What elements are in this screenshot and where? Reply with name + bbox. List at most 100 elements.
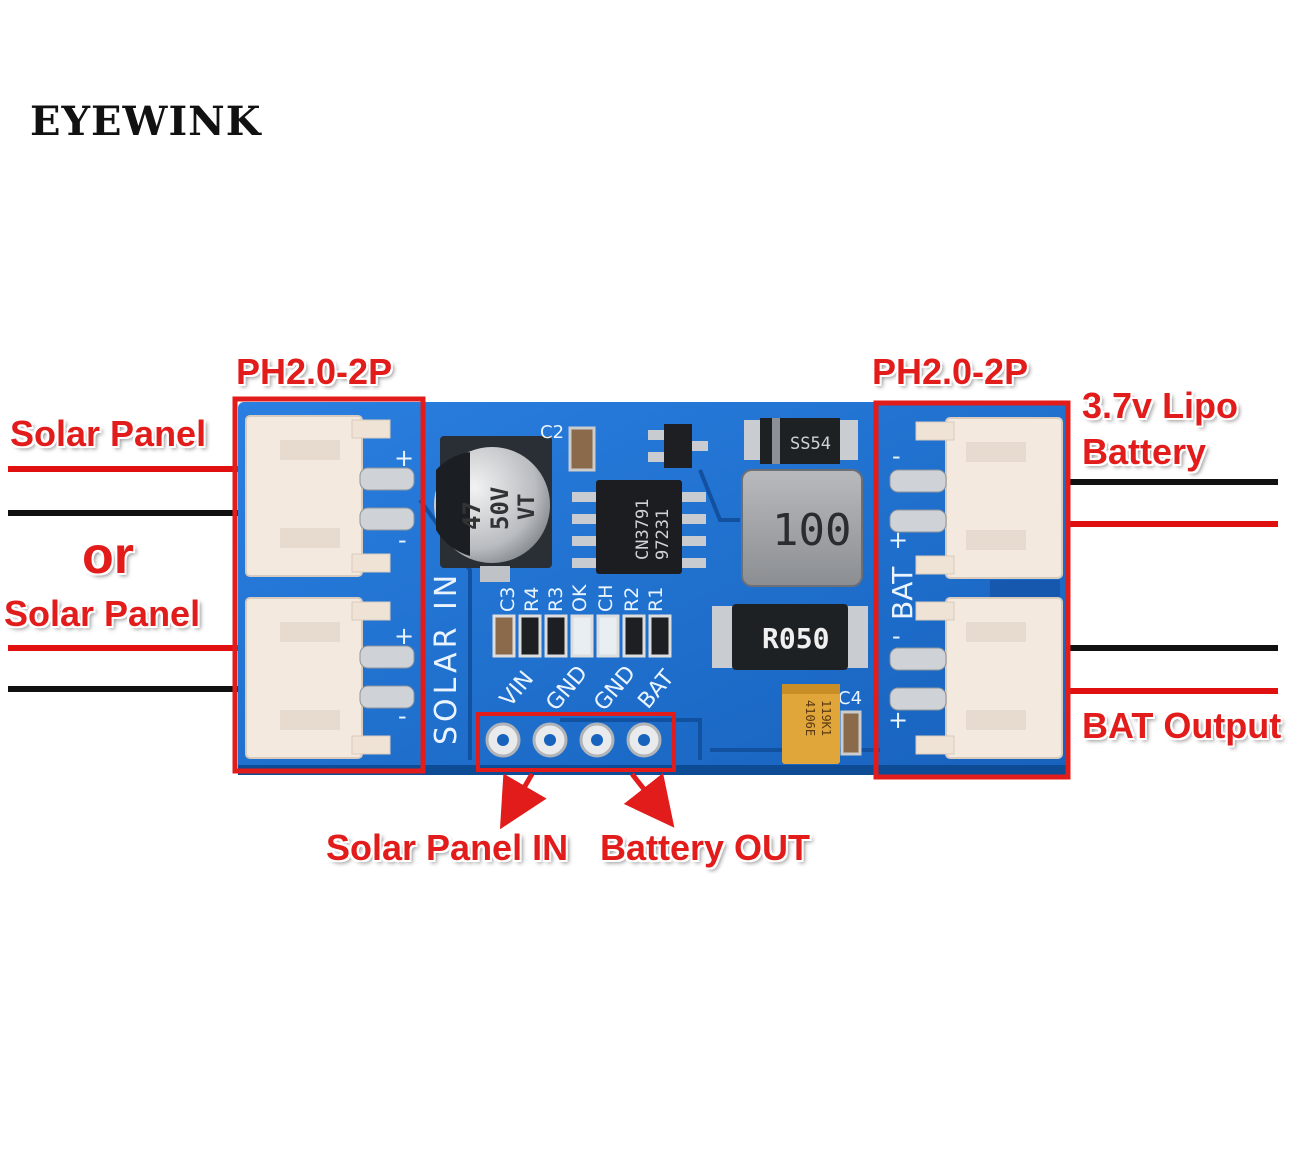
ic-pin [682, 514, 706, 524]
pcb-trace-pad [990, 580, 1060, 600]
silk-minus: - [398, 526, 407, 554]
battery-out-label: Battery OUT [600, 827, 811, 868]
smd-r4 [518, 614, 542, 658]
arrow-solar-in [499, 772, 547, 830]
resistor-marking: R050 [762, 622, 829, 655]
left-connector-label: PH2.0-2P [236, 351, 393, 392]
connector-latch [351, 553, 391, 573]
silk-minus: - [398, 702, 407, 730]
lipo-label-line1: 3.7v Lipo [1082, 385, 1239, 426]
connector-slot [280, 440, 340, 460]
connector-pin [889, 687, 947, 711]
connector-pin [359, 507, 415, 531]
smd-row: C3 R4 R3 OK CH R2 R1 [492, 584, 672, 658]
bat-output-label: BAT Output [1082, 705, 1282, 746]
wire-red [8, 466, 246, 472]
inductor-body [741, 469, 863, 587]
silk-minus: - [892, 622, 901, 650]
silk-ref: R2 [621, 587, 643, 612]
silk-plus: + [888, 526, 908, 554]
left-connector-highlight [232, 396, 426, 774]
connector-slot [280, 710, 340, 730]
left-connector-top [245, 415, 415, 577]
solar-panel-label-2: Solar Panel [4, 593, 201, 634]
transistor-body [664, 424, 692, 468]
silk-plus: + [394, 444, 414, 472]
connector-pin [359, 645, 415, 669]
solar-panel-label-1: Solar Panel [10, 413, 207, 454]
connector-pin [889, 647, 947, 671]
pad-hole [544, 734, 556, 746]
resistor-body [732, 604, 848, 670]
brand-logo: EYEWINK [30, 98, 262, 145]
capacitor-c2 [568, 426, 596, 472]
ic-pin [572, 558, 596, 568]
silk-minus: - [892, 442, 901, 470]
connector-latch [915, 421, 955, 441]
connector-pin [889, 509, 947, 533]
inductor: 100 [741, 469, 863, 587]
arrow-battery-out [623, 772, 675, 828]
connector-slot [280, 528, 340, 548]
shunt-resistor: R050 [712, 604, 868, 670]
silk-plus: + [394, 622, 414, 650]
left-connector-bottom [245, 597, 415, 759]
inductor-marking: 100 [772, 505, 851, 556]
wire-red [1062, 688, 1278, 694]
transistor-lead [648, 452, 664, 462]
capacitor-lead [480, 566, 510, 582]
transistor-lead [692, 441, 708, 451]
smd-r3 [544, 614, 568, 658]
schottky-diode: SS54 [744, 418, 858, 464]
pad-hole [638, 734, 650, 746]
connector-slot [966, 530, 1026, 550]
silk-ref: R3 [545, 587, 567, 612]
ic-pin [572, 514, 596, 524]
connector-pin [889, 469, 947, 493]
right-connector-top [889, 417, 1063, 579]
wire-black [8, 510, 246, 516]
connector-latch [351, 419, 391, 439]
lipo-label-line2: Battery [1082, 431, 1207, 472]
silk-ref: OK [569, 584, 591, 612]
wire-black [8, 686, 246, 692]
capacitor-series: VT [515, 494, 540, 521]
pad-hole [591, 734, 603, 746]
diode-lead [836, 420, 858, 460]
transistor-lead [648, 430, 664, 440]
tantalum-band [782, 684, 840, 694]
silk-c2: C2 [540, 422, 564, 443]
connector-slot [280, 622, 340, 642]
connector-latch [915, 601, 955, 621]
silk-ref: R1 [645, 587, 667, 612]
led-ok [570, 614, 594, 658]
wire-red [1062, 521, 1278, 527]
wire-black [1062, 479, 1278, 485]
capacitor-small [840, 710, 862, 756]
connector-latch [351, 601, 391, 621]
silk-solar-in: SOLAR IN [429, 571, 464, 745]
solar-panel-in-label: Solar Panel IN [326, 827, 569, 868]
connector-latch [915, 555, 955, 575]
connector-latch [351, 735, 391, 755]
tantalum-marking-1: 4106E [803, 700, 817, 736]
silk-c4: C4 [838, 688, 862, 709]
connector-pin [359, 685, 415, 709]
capacitor-stripe [436, 452, 470, 556]
capacitor-voltage: 50V [486, 487, 514, 530]
left-wires [8, 466, 246, 692]
right-connector-label: PH2.0-2P [872, 351, 1029, 392]
connector-slot [966, 442, 1026, 462]
silk-ref: C3 [497, 587, 519, 612]
ic-pin [682, 536, 706, 546]
smd-r2 [622, 614, 646, 658]
diode-band [772, 418, 780, 464]
diode-marking: SS54 [790, 434, 831, 454]
ic-date-code: 97231 [653, 509, 673, 560]
right-connector-highlight [873, 400, 1071, 780]
tantalum-body [782, 684, 840, 764]
ic-body [596, 480, 682, 574]
wire-black [1062, 645, 1278, 651]
pad-hole [497, 734, 509, 746]
